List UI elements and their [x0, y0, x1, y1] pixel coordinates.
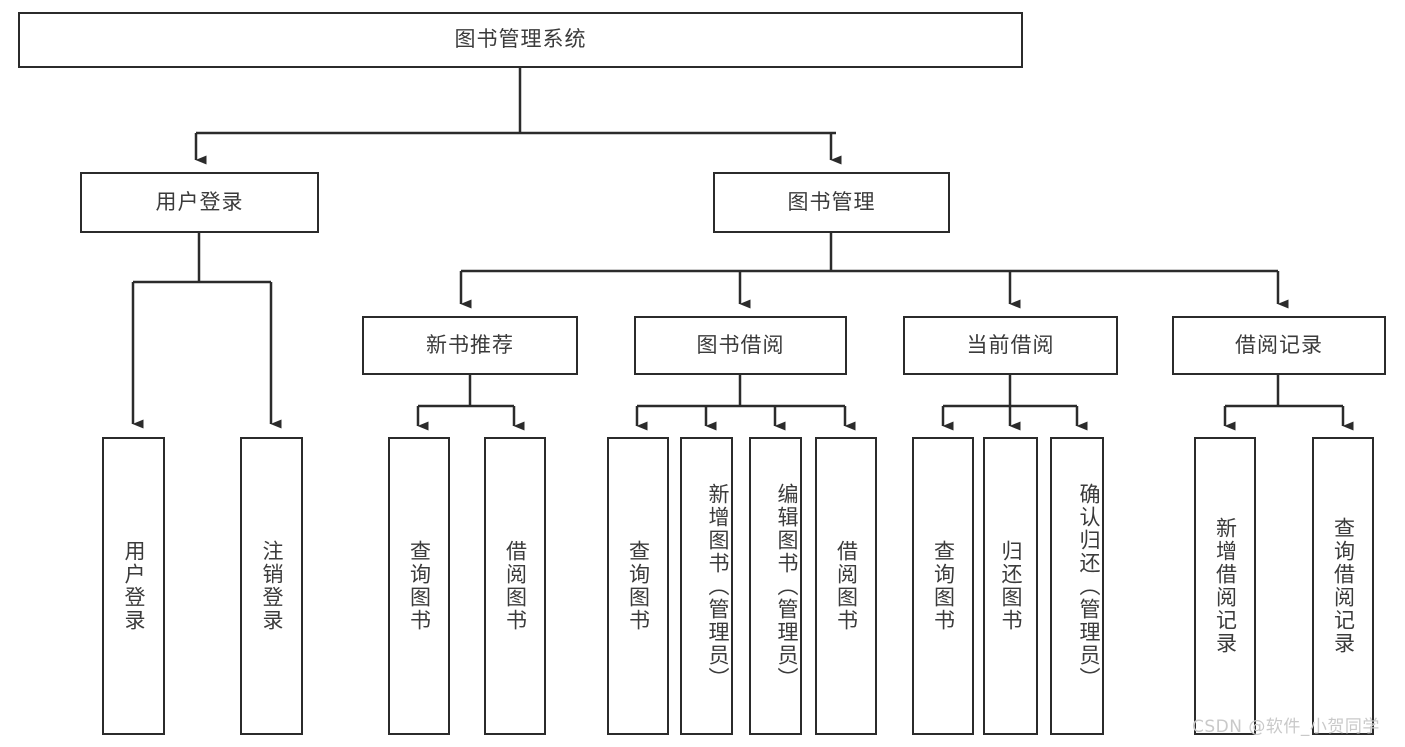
node-label: 新增图书（管理员）	[706, 482, 730, 690]
node-leaf-user-login[interactable]: 用户登录	[102, 437, 165, 735]
node-leaf-borrow-book-2[interactable]: 借阅图书	[815, 437, 877, 735]
node-current-borrow[interactable]: 当前借阅	[903, 316, 1118, 375]
node-borrow-record[interactable]: 借阅记录	[1172, 316, 1386, 375]
node-leaf-edit-book-admin[interactable]: 编辑图书（管理员）	[749, 437, 802, 735]
node-leaf-confirm-return-admin[interactable]: 确认归还（管理员）	[1050, 437, 1104, 735]
node-label: 确认归还（管理员）	[1077, 482, 1101, 690]
node-user-login[interactable]: 用户登录	[80, 172, 319, 233]
node-label: 图书管理	[787, 189, 876, 214]
node-label: 查询图书	[931, 540, 956, 632]
node-label: 图书借阅	[696, 332, 785, 357]
node-label: 新书推荐	[426, 332, 514, 357]
node-label: 图书管理系统	[454, 27, 587, 52]
node-label: 注销登录	[259, 540, 284, 632]
node-label: 新增借阅记录	[1213, 517, 1238, 655]
node-label: 归还图书	[998, 540, 1023, 632]
node-label: 查询借阅记录	[1331, 517, 1356, 655]
node-label: 查询图书	[407, 540, 432, 632]
node-leaf-query-borrow-record[interactable]: 查询借阅记录	[1312, 437, 1374, 735]
watermark: CSDN @软件_小贺同学	[1192, 717, 1380, 737]
node-label: 编辑图书（管理员）	[775, 482, 799, 690]
node-leaf-query-book-2[interactable]: 查询图书	[607, 437, 669, 735]
node-label: 用户登录	[155, 189, 244, 214]
node-label: 查询图书	[626, 540, 651, 632]
node-leaf-add-book-admin[interactable]: 新增图书（管理员）	[680, 437, 733, 735]
node-label: 当前借阅	[966, 332, 1055, 357]
node-leaf-borrow-book-1[interactable]: 借阅图书	[484, 437, 546, 735]
node-leaf-logout[interactable]: 注销登录	[240, 437, 303, 735]
node-leaf-add-borrow-record[interactable]: 新增借阅记录	[1194, 437, 1256, 735]
node-leaf-query-book-3[interactable]: 查询图书	[912, 437, 974, 735]
node-book-management[interactable]: 图书管理	[713, 172, 950, 233]
node-leaf-return-book[interactable]: 归还图书	[983, 437, 1038, 735]
node-label: 借阅记录	[1235, 332, 1323, 357]
node-new-book-recommend[interactable]: 新书推荐	[362, 316, 578, 375]
node-leaf-query-book-1[interactable]: 查询图书	[388, 437, 450, 735]
node-label: 借阅图书	[503, 540, 528, 632]
node-root[interactable]: 图书管理系统	[18, 12, 1023, 68]
node-label: 用户登录	[121, 540, 146, 632]
node-book-borrow[interactable]: 图书借阅	[634, 316, 847, 375]
node-label: 借阅图书	[834, 540, 859, 632]
